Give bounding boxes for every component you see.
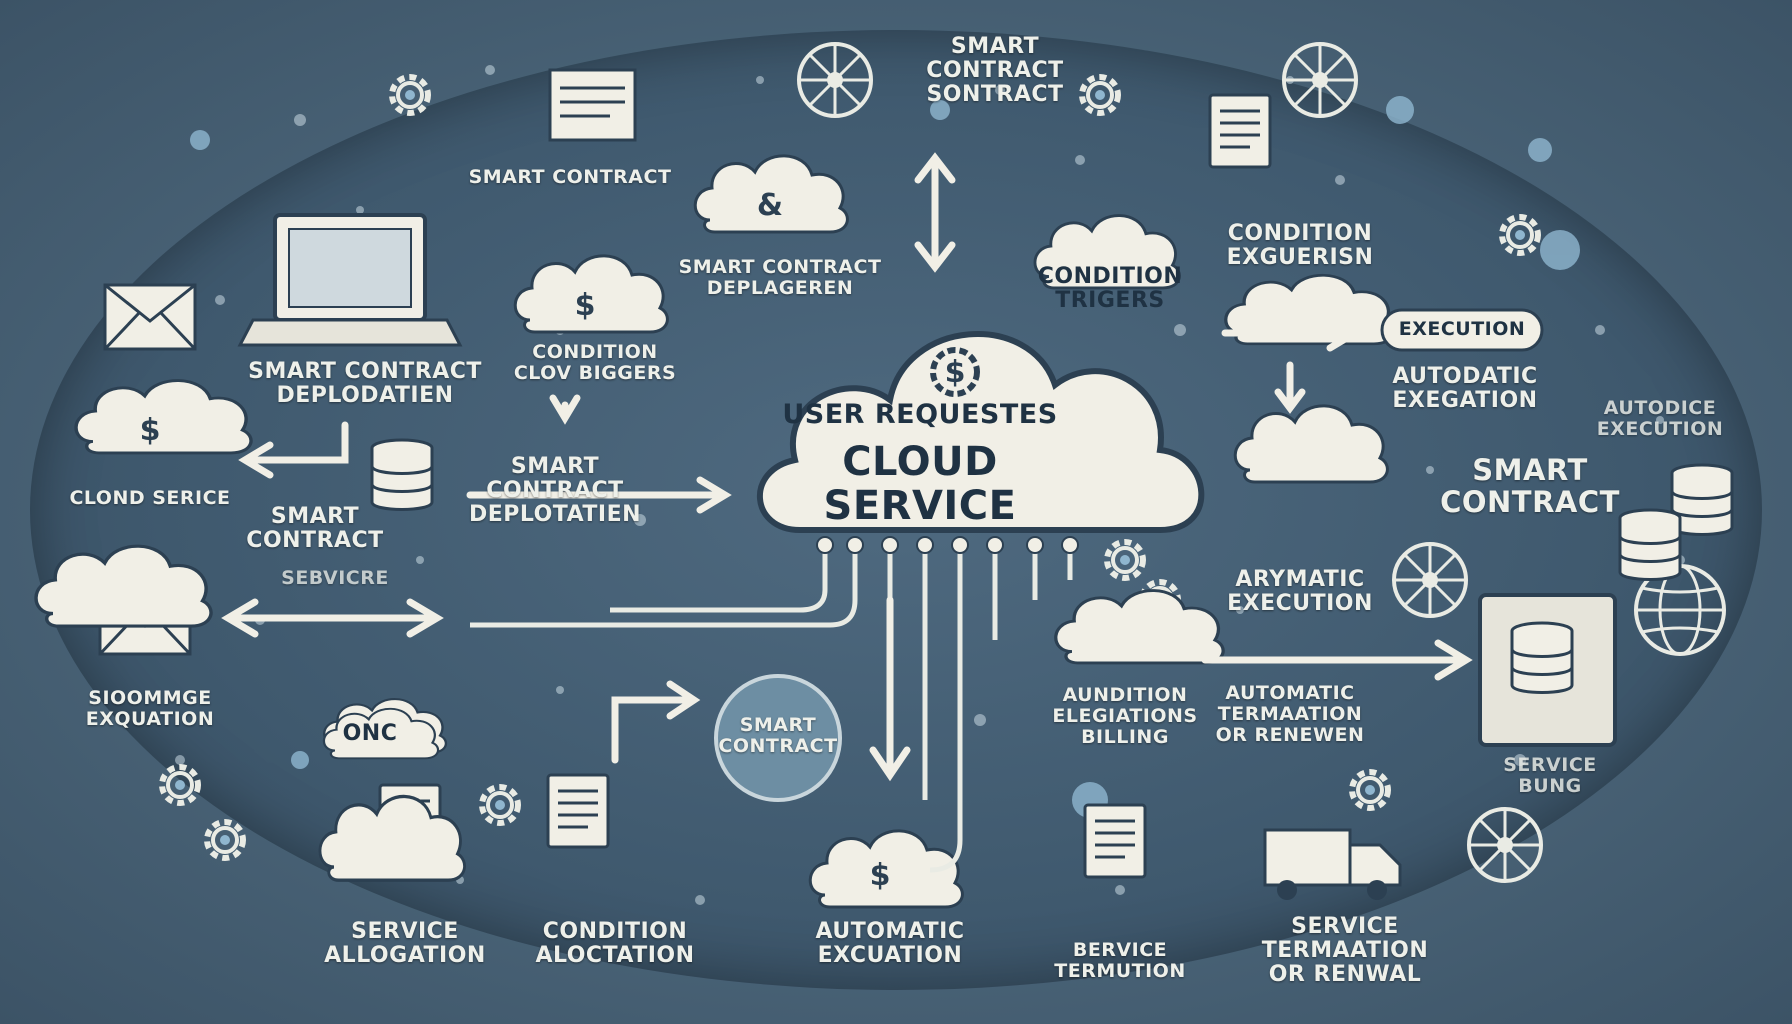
label-service-termaation: SERVICE TERMAATION OR RENWAL bbox=[1261, 914, 1429, 988]
label-smart-contract-deploatien-left: SMART CONTRACT DEPLODATIEN bbox=[248, 359, 482, 409]
arrow-icons bbox=[221, 152, 1473, 782]
label-arymatic-execution: ARYMATIC EXECUTION bbox=[1227, 567, 1373, 617]
svg-text:$: $ bbox=[870, 858, 891, 893]
gear-icon bbox=[1107, 542, 1143, 578]
label-execution: EXECUTION bbox=[1398, 318, 1526, 340]
gear-icon bbox=[392, 77, 428, 113]
label-aundition-billing: AUNDITION ELEGIATIONS BILLING bbox=[1052, 684, 1198, 748]
label-smart-contract-deplageren: SMART CONTRACT DEPLAGEREN bbox=[678, 256, 882, 299]
gear-icon bbox=[162, 767, 198, 803]
label-condition-exguerisn: CONDITION EXGUERISN bbox=[1226, 221, 1374, 271]
envelope-icon bbox=[103, 283, 197, 351]
label-condition-aloctation: CONDITION ALOCTATION bbox=[535, 919, 695, 969]
gear-icon bbox=[1352, 772, 1388, 808]
wheel-icon bbox=[1467, 807, 1543, 883]
laptop-icon bbox=[237, 213, 463, 347]
wheel-icon bbox=[1392, 542, 1468, 618]
gear-icon bbox=[207, 822, 243, 858]
label-service-allogation: SERVICE ALLOGATION bbox=[324, 919, 486, 969]
label-smart-contract-right: SMART CONTRACT bbox=[1440, 453, 1620, 519]
gear-icon bbox=[482, 787, 518, 823]
execution-badge bbox=[1380, 308, 1544, 352]
database-icon bbox=[1618, 508, 1682, 581]
label-top-smart-contract: SMART CONTRACT SONTRACT bbox=[926, 34, 1064, 108]
label-condition-clov-biggers: CONDITION CLOV BIGGERS bbox=[513, 341, 677, 384]
svg-text:$: $ bbox=[140, 413, 161, 448]
truck-icon bbox=[1263, 828, 1402, 900]
central-title-line1: USER REQUESTES bbox=[782, 399, 1058, 430]
wheel-icon bbox=[1282, 42, 1358, 118]
label-smart-contract-left: SMART CONTRACT bbox=[246, 504, 384, 554]
document-icon bbox=[1083, 803, 1147, 879]
label-condition-triggers: CONDITION TRIGERS bbox=[1037, 264, 1183, 314]
central-title-line2: CLOUD SERVICE bbox=[823, 439, 1017, 529]
label-service-bung: SERVICE BUNG bbox=[1503, 754, 1597, 797]
label-sebvicre: SEBVICRE bbox=[281, 567, 389, 589]
central-cloud: $ bbox=[756, 331, 1205, 533]
label-smart-contract-top-left: SMART CONTRACT bbox=[468, 166, 672, 188]
document-icon bbox=[548, 68, 637, 142]
label-automatic-termaation: AUTOMATIC TERMAATION OR RENEWEN bbox=[1215, 682, 1365, 746]
label-clond-serice: CLOND SERICE bbox=[69, 487, 231, 509]
label-automatic-exegation: AUTODATIC EXEGATION bbox=[1392, 364, 1538, 414]
label-scomnge-exquation: SIOOMMGE EXQUATION bbox=[85, 687, 215, 730]
document-icon bbox=[546, 773, 610, 849]
smart-contract-circle bbox=[714, 674, 842, 802]
gear-icon bbox=[1502, 217, 1538, 253]
database-icon bbox=[1478, 593, 1617, 747]
label-autodice-execution: AUTODICE EXECUTION bbox=[1596, 397, 1724, 440]
svg-text:&: & bbox=[757, 188, 783, 223]
label-smart-contract-circle: SMART CONTRACT bbox=[718, 714, 838, 757]
label-bervice-termution: BERVICE TERMUTION bbox=[1054, 939, 1186, 982]
label-automatic-excuation: AUTOMATIC EXCUATION bbox=[815, 919, 965, 969]
dollar-icon: $ bbox=[930, 347, 980, 397]
svg-text:$: $ bbox=[575, 288, 596, 323]
document-icon bbox=[1208, 93, 1272, 169]
wheel-icon bbox=[797, 42, 873, 118]
label-onc: ONC bbox=[342, 721, 398, 746]
label-smart-contract-deploatien-mid: SMART CONTRACT DEPLOTATIEN bbox=[468, 454, 642, 528]
connector-nodes bbox=[816, 536, 1079, 554]
database-icon bbox=[370, 438, 434, 511]
svg-text:$: $ bbox=[945, 355, 966, 390]
